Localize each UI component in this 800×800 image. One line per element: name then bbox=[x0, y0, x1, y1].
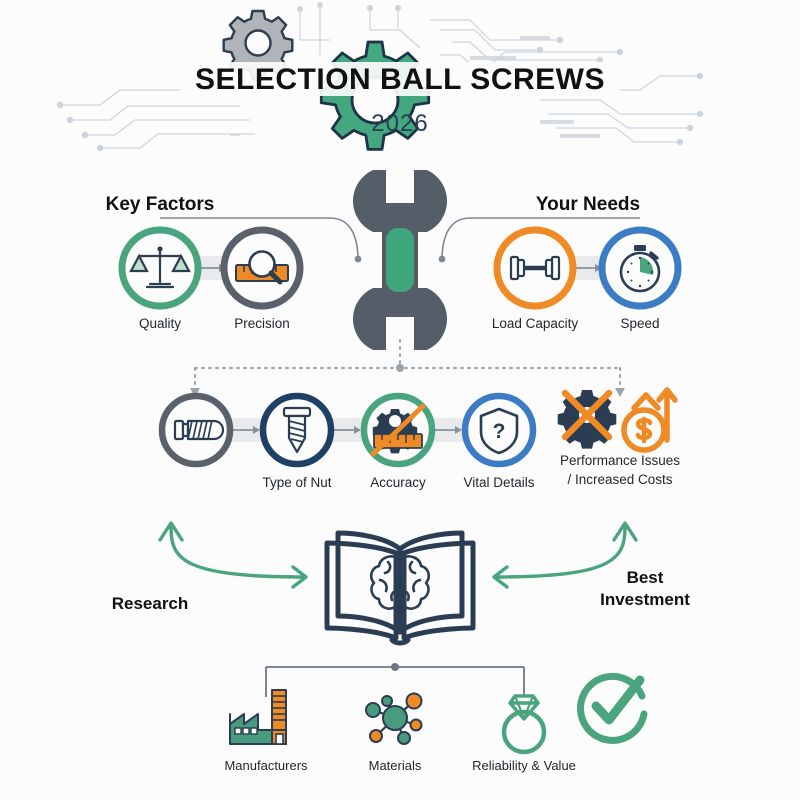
dotted-arrow-left bbox=[190, 388, 200, 397]
svg-text:?: ? bbox=[493, 420, 506, 443]
label-load-capacity: Load Capacity bbox=[491, 316, 579, 331]
gear-crossed-out-icon bbox=[557, 389, 617, 449]
bracket-connector bbox=[265, 666, 525, 697]
label-type-of-nut: Type of Nut bbox=[262, 475, 332, 490]
loop-row: Research Best Investment bbox=[0, 505, 800, 655]
year-label: 2026 bbox=[371, 110, 429, 137]
label-accuracy: Accuracy bbox=[370, 475, 426, 490]
node-bolt[interactable] bbox=[158, 392, 234, 468]
header-graphics bbox=[56, 2, 704, 152]
middle-row: ? bbox=[0, 339, 800, 510]
cross-overlay bbox=[561, 389, 613, 441]
track-arrows-middle bbox=[232, 426, 462, 434]
molecule-network-icon[interactable] bbox=[365, 692, 423, 745]
top-row-graphics bbox=[118, 170, 682, 350]
node-quality[interactable] bbox=[118, 226, 202, 310]
heading-key-factors: Key Factors bbox=[105, 194, 215, 215]
middle-row-graphics: ? bbox=[158, 339, 678, 468]
bottom-row-graphics bbox=[229, 663, 648, 755]
header-banner: SELECTION BALL SCREWS 2026 bbox=[0, 0, 800, 160]
arrow-research bbox=[158, 521, 308, 589]
node-vital-details[interactable]: ? bbox=[461, 392, 537, 468]
label-vital-details: Vital Details bbox=[463, 475, 535, 490]
connector-left-dot bbox=[354, 255, 362, 263]
outcome-icons bbox=[557, 387, 678, 453]
stopwatch-icon bbox=[619, 245, 661, 293]
connector-right bbox=[441, 217, 640, 257]
node-speed[interactable] bbox=[598, 226, 682, 310]
diamond-ring-icon[interactable] bbox=[501, 694, 547, 755]
node-precision[interactable] bbox=[220, 226, 304, 310]
brain-shape bbox=[369, 555, 431, 612]
node-load-capacity[interactable] bbox=[493, 226, 577, 310]
label-materials: Materials bbox=[368, 758, 422, 773]
top-row: Key Factors Your Needs Quality Precision… bbox=[0, 160, 800, 360]
screw-icon bbox=[282, 406, 312, 454]
balance-scale-icon bbox=[129, 246, 191, 289]
arrow-best-investment bbox=[492, 521, 638, 589]
label-outcome-line1: Performance Issues bbox=[559, 453, 681, 468]
bolt-icon bbox=[173, 419, 225, 441]
circuit-node-decoration bbox=[56, 2, 704, 152]
slash-overlay bbox=[370, 403, 426, 457]
heading-your-needs: Your Needs bbox=[535, 194, 641, 215]
dotted-connector-hub bbox=[396, 364, 404, 372]
label-precision: Precision bbox=[234, 316, 290, 331]
dollar-rising-cost-icon bbox=[621, 387, 678, 453]
dotted-arrow-right bbox=[615, 388, 625, 397]
bottom-row: Manufacturers Materials Reliability & Va… bbox=[0, 650, 800, 800]
label-best-investment-line2: Investment bbox=[600, 590, 690, 609]
book-brain-icon bbox=[324, 530, 476, 646]
bracket-hub-dot bbox=[391, 663, 399, 671]
node-accuracy[interactable] bbox=[360, 392, 436, 468]
shield-question-icon: ? bbox=[479, 407, 519, 455]
page-title: SELECTION BALL SCREWS bbox=[195, 63, 605, 96]
label-best-investment-line1: Best bbox=[626, 568, 664, 587]
wrench-icon bbox=[352, 170, 448, 350]
connector-right-dot bbox=[438, 255, 446, 263]
connector-left bbox=[160, 217, 359, 257]
label-manufacturers: Manufacturers bbox=[224, 758, 308, 773]
magnifier-ruler-icon bbox=[235, 250, 289, 285]
label-research: Research bbox=[111, 594, 189, 613]
check-circle-icon bbox=[577, 672, 648, 744]
node-type-of-nut[interactable] bbox=[259, 392, 335, 468]
dumbbell-icon bbox=[509, 255, 561, 281]
dotted-connector bbox=[194, 339, 621, 391]
label-reliability-value: Reliability & Value bbox=[472, 758, 576, 773]
label-quality: Quality bbox=[138, 316, 182, 331]
label-outcome-line2: / Increased Costs bbox=[567, 472, 673, 487]
label-speed: Speed bbox=[620, 316, 660, 331]
factory-icon[interactable] bbox=[229, 689, 287, 745]
circuit-trace-decoration bbox=[60, 5, 700, 149]
loop-graphics bbox=[158, 521, 638, 646]
ruler-gear-blocked-icon bbox=[370, 403, 426, 457]
